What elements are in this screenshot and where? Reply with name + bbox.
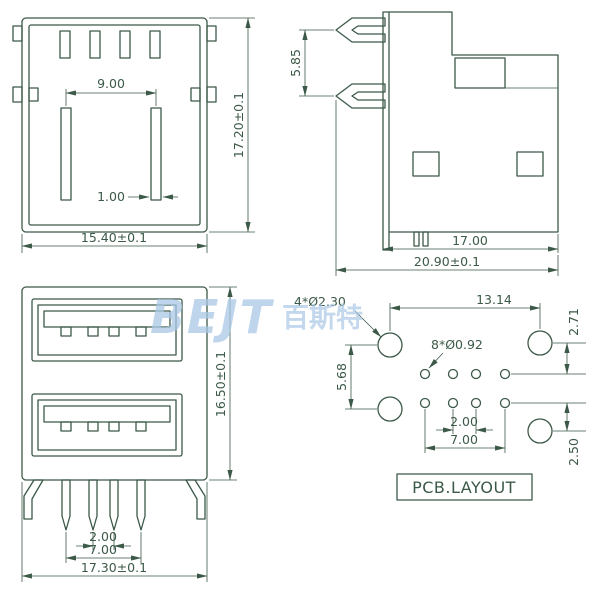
solder-pin — [88, 479, 98, 531]
dim-pcb-pin-pitch: 2.00 — [450, 414, 478, 429]
dim-top-slot-width: 1.00 — [97, 189, 125, 204]
usb-contact — [87, 326, 99, 337]
dim-pcb-top-offset: 2.71 — [566, 308, 581, 336]
dim-pcb-mount-span: 13.14 — [476, 292, 512, 307]
top-view-outline — [12, 17, 217, 233]
usb-tongue — [43, 405, 171, 423]
mount-tab — [206, 86, 217, 103]
usb-contact — [87, 421, 99, 432]
top-view-dimensions: 9.00 1.00 17.20±0.1 15.40±0.1 — [21, 17, 255, 253]
solder-pins — [61, 479, 146, 531]
contact-slot — [89, 30, 101, 59]
dim-top-inner-width: 9.00 — [97, 76, 125, 91]
pin-hole — [419, 368, 431, 380]
top-view: 9.00 1.00 17.20±0.1 15.40±0.1 — [12, 17, 255, 253]
usb-tongue — [43, 310, 171, 328]
shell-leg — [23, 479, 44, 520]
label-mount-holes: 4*Ø2.30 — [294, 294, 346, 309]
retention-clip — [335, 83, 386, 109]
guide-rib — [150, 107, 162, 201]
dim-pcb-bottom-offset: 2.50 — [566, 438, 581, 466]
guide-rib — [60, 107, 72, 201]
watermark-cjk: 百斯特 — [282, 303, 363, 334]
pcb-dimensions: 4*Ø2.30 13.14 2.71 8*Ø0.92 5.68 2.50 — [294, 292, 586, 466]
contact-slot — [149, 30, 161, 59]
shell-window — [516, 151, 544, 177]
mount-hole — [527, 330, 553, 356]
watermark: BEJT 百斯特 — [150, 290, 363, 344]
watermark-latin: BEJT — [150, 290, 275, 344]
mount-hole — [377, 332, 403, 358]
usb-contact — [60, 421, 72, 432]
pin-hole — [499, 397, 511, 409]
pin-hole — [470, 368, 482, 380]
mount-tab — [12, 86, 23, 103]
solder-pin — [109, 479, 119, 531]
solder-pin — [413, 231, 420, 247]
pcb-layout-title: PCB.LAYOUT — [412, 478, 516, 497]
dim-top-height: 17.20±0.1 — [231, 92, 246, 158]
side-view-dimensions: 5.85 17.00 20.90±0.1 — [288, 29, 559, 276]
usb-contact — [108, 421, 120, 432]
solder-pin — [136, 479, 146, 531]
usb-contact — [60, 326, 72, 337]
dim-side-clip-offset: 5.85 — [288, 49, 303, 77]
solder-pin — [61, 479, 71, 531]
pin-hole — [470, 397, 482, 409]
pcb-layout-title-box — [396, 473, 533, 501]
pcb-layout-view: 4*Ø2.30 13.14 2.71 8*Ø0.92 5.68 2.50 — [294, 292, 586, 501]
front-view-dimensions: 16.50±0.1 2.00 7.00 17.30±0.1 — [21, 286, 237, 582]
usb-contact — [108, 326, 120, 337]
dim-pcb-pin-span: 7.00 — [450, 432, 478, 447]
label-pin-holes: 8*Ø0.92 — [431, 337, 483, 352]
front-view-outline — [21, 286, 208, 531]
pin-hole — [447, 368, 459, 380]
dim-side-total-depth: 20.90±0.1 — [414, 254, 480, 269]
dim-top-width: 15.40±0.1 — [81, 230, 147, 245]
solder-pin — [422, 231, 429, 247]
side-view: 5.85 17.00 20.90±0.1 — [288, 11, 559, 276]
pin-hole — [499, 368, 511, 380]
dim-side-body-depth: 17.00 — [452, 233, 488, 248]
front-view: 16.50±0.1 2.00 7.00 17.30±0.1 — [21, 286, 237, 582]
side-view-outline — [335, 11, 559, 251]
pcb-holes — [377, 330, 553, 444]
dim-front-height: 16.50±0.1 — [213, 351, 228, 417]
mount-tab — [12, 25, 23, 42]
mount-hole — [527, 418, 553, 444]
contact-slot — [59, 30, 71, 59]
mount-tab — [206, 25, 217, 42]
dim-front-pin-pitch: 2.00 — [89, 529, 117, 544]
contact-slot — [119, 30, 131, 59]
usb-port-top — [31, 298, 183, 362]
retention-clip — [335, 17, 386, 43]
usb-contact — [135, 421, 147, 432]
pin-hole — [419, 397, 431, 409]
usb-port-bottom — [31, 393, 183, 457]
mount-hole — [377, 396, 403, 422]
shell-window — [412, 151, 440, 177]
shell-leg — [185, 479, 206, 520]
dim-pcb-mount-pitch: 5.68 — [334, 363, 349, 391]
dim-front-pin-span: 7.00 — [89, 542, 117, 557]
latch-slot — [454, 57, 506, 89]
usb-contact — [135, 326, 147, 337]
pin-hole — [447, 397, 459, 409]
dim-front-width: 17.30±0.1 — [81, 560, 147, 575]
